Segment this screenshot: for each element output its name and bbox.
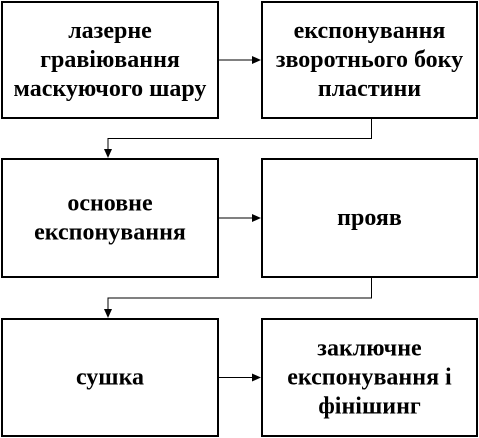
step-label: прояв xyxy=(337,205,402,231)
step-box xyxy=(261,1,478,119)
arrowhead xyxy=(104,149,112,158)
connector-main-exposure-to-development xyxy=(219,214,261,222)
connector-drying-to-final-exposure xyxy=(219,373,261,382)
connector-back-exposure-to-main-exposure xyxy=(104,119,372,158)
flowchart-connectors xyxy=(104,56,372,382)
step-box xyxy=(1,318,219,437)
step-label: пластини xyxy=(318,76,421,102)
step-label: фінішинг xyxy=(318,394,421,420)
step-label: експонування і xyxy=(287,365,452,391)
step-label: маскуючого шару xyxy=(14,76,207,102)
arrowhead xyxy=(252,214,261,222)
connector-development-to-drying xyxy=(104,278,372,318)
step-final-exposure: заключне експонування і фінішинг xyxy=(261,318,478,437)
step-label: заключне xyxy=(317,336,422,362)
step-development: прояв xyxy=(261,158,478,278)
step-label: основне xyxy=(67,191,153,217)
step-box xyxy=(261,158,478,278)
arrow-line xyxy=(107,119,372,150)
step-label: експонування xyxy=(34,220,186,246)
step-label: лазерне xyxy=(68,18,152,44)
arrowhead xyxy=(252,373,261,382)
step-label: зворотнього боку xyxy=(276,47,463,73)
step-label: сушка xyxy=(76,365,144,391)
step-box xyxy=(261,318,478,437)
arrowhead xyxy=(252,56,261,64)
connector-laser-engraving-to-back-exposure xyxy=(219,56,261,64)
step-label: експонування xyxy=(294,18,446,44)
step-back-exposure: експонування зворотнього боку пластини xyxy=(261,1,478,119)
arrow-line xyxy=(107,278,372,310)
step-laser-engraving: лазерне гравіювання маскуючого шару xyxy=(1,1,219,119)
step-box xyxy=(1,158,219,278)
step-label: гравіювання xyxy=(40,47,180,73)
arrowhead xyxy=(104,309,112,318)
step-drying: сушка xyxy=(1,318,219,437)
step-box xyxy=(1,1,219,119)
step-main-exposure: основне експонування xyxy=(1,158,219,278)
